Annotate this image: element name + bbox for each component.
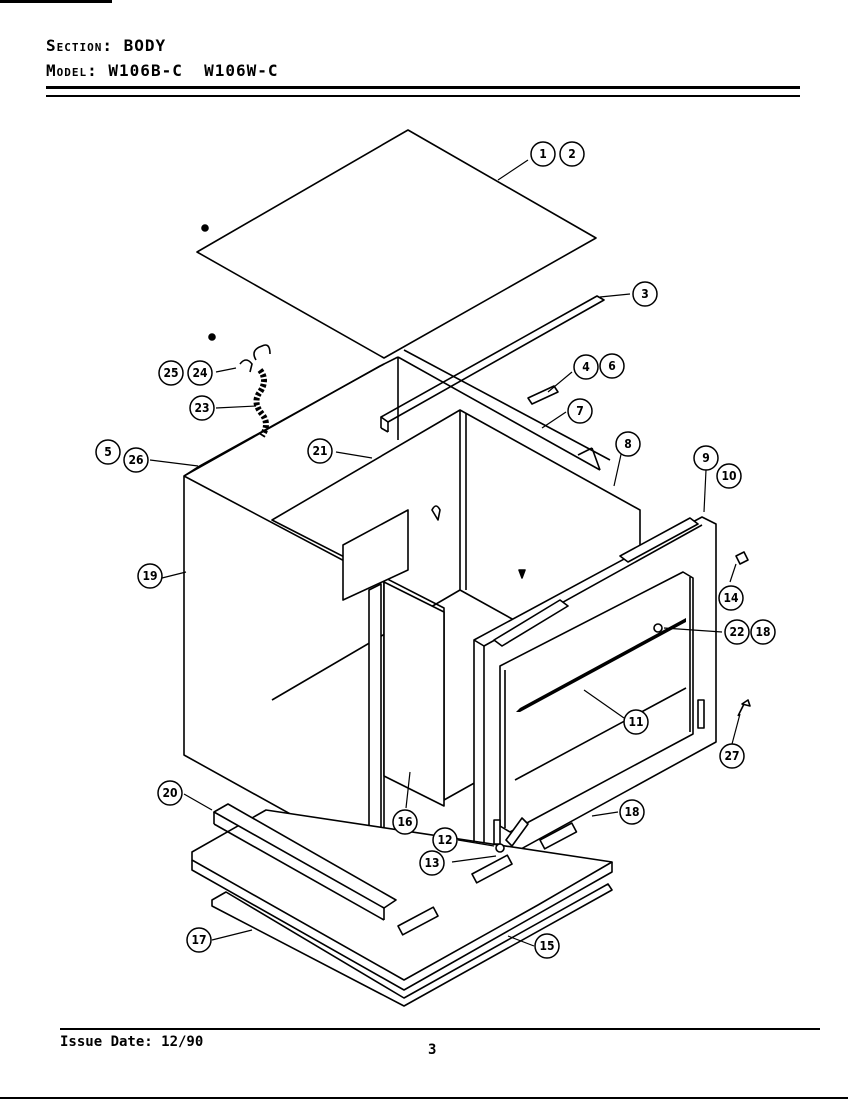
bottom-edge-rule xyxy=(0,1097,848,1099)
front-left-panel xyxy=(368,581,445,873)
callout-17: 17 xyxy=(186,927,212,953)
callout-19: 19 xyxy=(137,563,163,589)
svg-text:12: 12 xyxy=(437,833,452,847)
page-number: 3 xyxy=(428,1042,437,1058)
header-rule-thin xyxy=(46,95,800,97)
section-heading: Section: BODY xyxy=(46,36,166,55)
cabinet-side-panel xyxy=(183,356,399,867)
svg-text:15: 15 xyxy=(539,939,554,953)
svg-text:24: 24 xyxy=(192,366,208,380)
svg-text:8: 8 xyxy=(624,437,632,451)
callout-21: 21 xyxy=(307,438,333,464)
svg-text:10: 10 xyxy=(721,469,736,483)
callout-1: 1 xyxy=(530,141,556,167)
callout-4: 4 xyxy=(573,354,599,380)
svg-text:17: 17 xyxy=(191,933,206,947)
model-heading: Model: W106B-C W106W-C xyxy=(46,61,279,80)
svg-text:3: 3 xyxy=(641,287,649,301)
footer-rule xyxy=(60,1028,820,1030)
svg-text:20: 20 xyxy=(162,786,177,800)
callout-13: 13 xyxy=(419,850,445,876)
callout-11: 11 xyxy=(623,709,649,735)
base-pan xyxy=(191,809,613,991)
door-glass-area xyxy=(514,687,687,781)
wiring-harness xyxy=(239,344,271,438)
front-base-rail xyxy=(211,883,613,1007)
callout-6: 6 xyxy=(599,353,625,379)
svg-text:19: 19 xyxy=(142,569,157,583)
svg-text:9: 9 xyxy=(702,451,710,465)
svg-text:18: 18 xyxy=(755,625,770,639)
exploded-parts-diagram: 1 2 3 4 6 7 8 9 10 14 22 18 11 27 19 18 … xyxy=(95,129,776,1007)
callout-15: 15 xyxy=(534,933,560,959)
svg-text:5: 5 xyxy=(104,445,112,459)
model-value: W106B-C W106W-C xyxy=(108,61,279,80)
callout-24: 24 xyxy=(187,360,213,386)
svg-text:16: 16 xyxy=(397,815,412,829)
section-value: BODY xyxy=(123,36,167,55)
leader-lines xyxy=(149,159,741,947)
callout-2: 2 xyxy=(559,141,585,167)
callout-5: 5 xyxy=(95,439,121,465)
top-panel xyxy=(196,129,597,359)
callout-18-lower: 18 xyxy=(619,799,645,825)
callout-3: 3 xyxy=(632,281,658,307)
callout-25: 25 xyxy=(158,360,184,386)
callout-10: 10 xyxy=(716,463,742,489)
callout-markers: 1 2 3 4 6 7 8 9 10 14 22 18 11 27 19 18 … xyxy=(95,141,776,959)
door-frame xyxy=(473,516,717,867)
callout-26: 26 xyxy=(123,447,149,473)
callout-20: 20 xyxy=(157,780,183,806)
callout-12: 12 xyxy=(432,827,458,853)
svg-text:2: 2 xyxy=(568,147,576,161)
svg-text:22: 22 xyxy=(729,625,744,639)
svg-text:23: 23 xyxy=(194,401,209,415)
callout-23: 23 xyxy=(189,395,215,421)
svg-text:4: 4 xyxy=(582,360,590,374)
callout-16: 16 xyxy=(392,809,418,835)
callout-22: 22 xyxy=(724,619,750,645)
svg-text:18: 18 xyxy=(624,805,639,819)
callout-8: 8 xyxy=(615,431,641,457)
svg-text:27: 27 xyxy=(724,749,739,763)
svg-text:25: 25 xyxy=(163,366,178,380)
top-rail xyxy=(380,295,605,433)
callout-7: 7 xyxy=(567,398,593,424)
svg-text:11: 11 xyxy=(628,715,643,729)
svg-text:21: 21 xyxy=(312,444,327,458)
svg-text:6: 6 xyxy=(608,359,616,373)
callout-18-right: 18 xyxy=(750,619,776,645)
callout-27: 27 xyxy=(719,743,745,769)
model-label: Model: xyxy=(46,61,98,80)
issue-date: Issue Date: 12/90 xyxy=(60,1034,204,1050)
section-label: Section: xyxy=(46,36,114,55)
svg-text:1: 1 xyxy=(539,147,547,161)
top-corner-rule xyxy=(0,0,112,3)
svg-text:13: 13 xyxy=(424,856,439,870)
callout-9: 9 xyxy=(693,445,719,471)
svg-text:26: 26 xyxy=(128,453,143,467)
callout-14: 14 xyxy=(718,585,744,611)
svg-text:14: 14 xyxy=(723,591,739,605)
hinge-bracket xyxy=(495,817,529,853)
side-base-rail xyxy=(213,803,397,921)
svg-text:7: 7 xyxy=(576,404,584,418)
header-rule-thick xyxy=(46,86,800,89)
